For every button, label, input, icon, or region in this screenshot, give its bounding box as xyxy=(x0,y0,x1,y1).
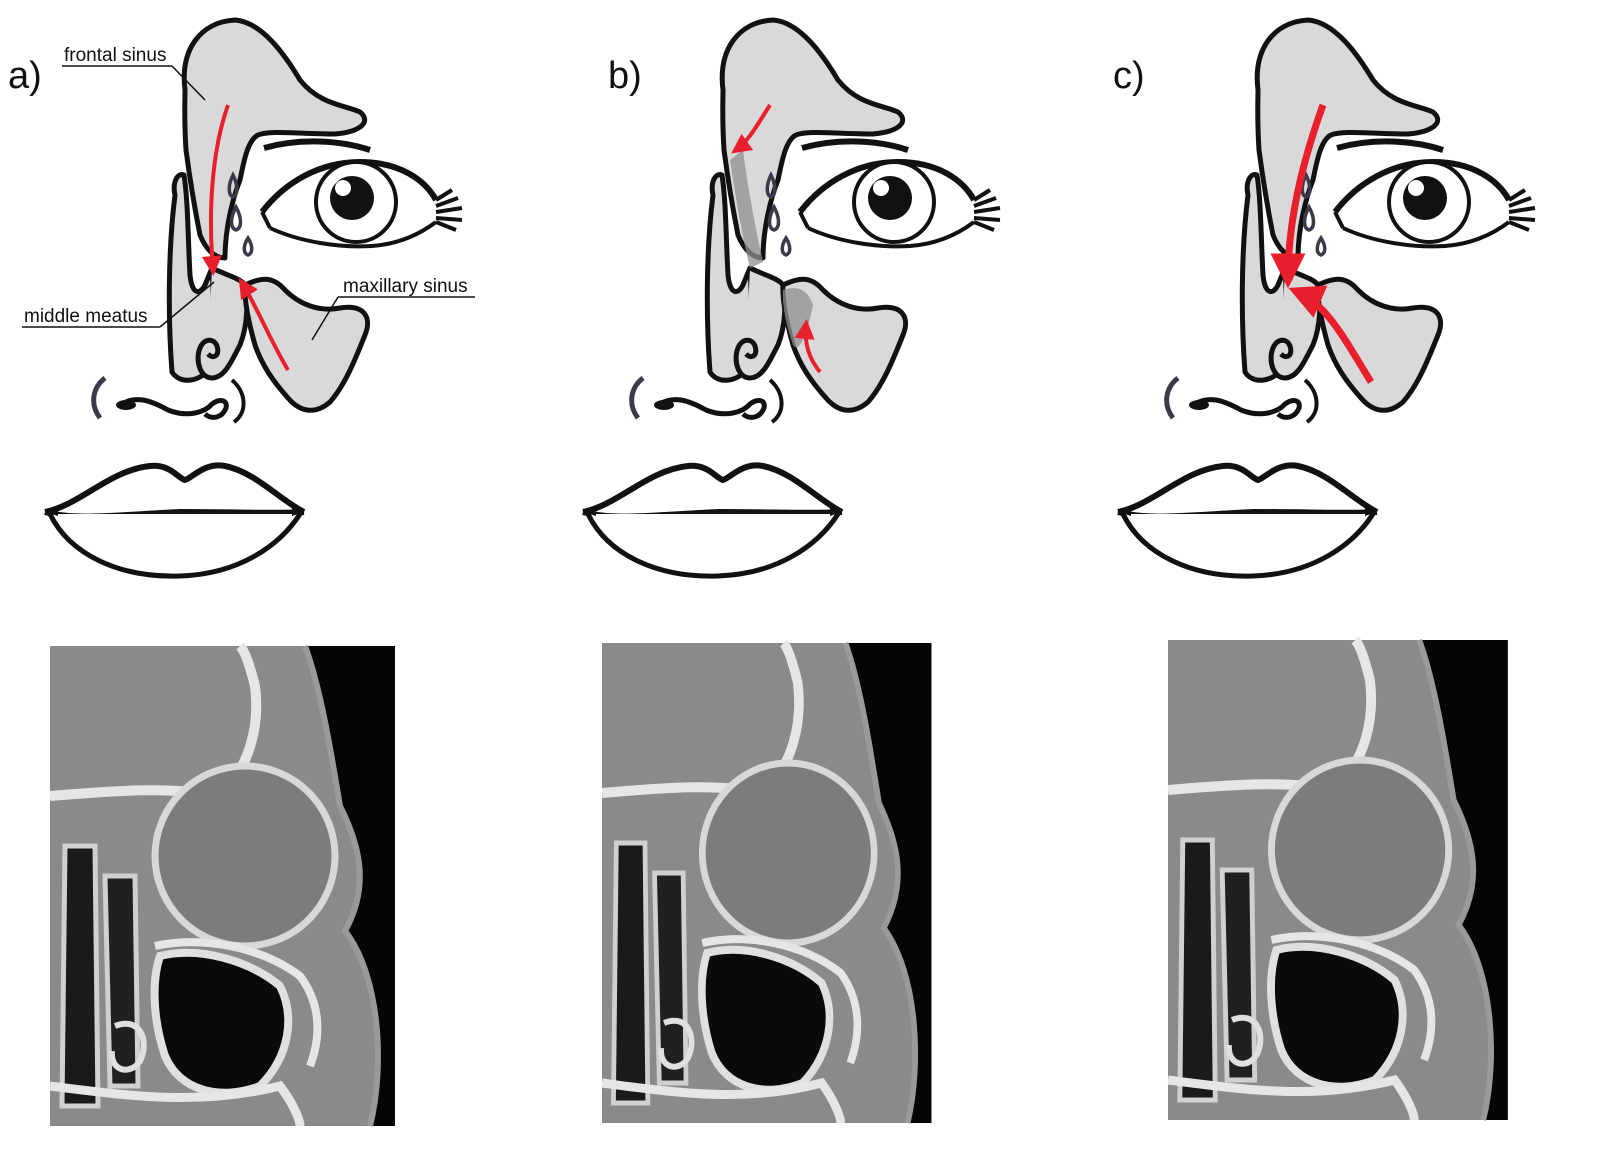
label-maxillary-sinus: maxillary sinus xyxy=(343,276,468,297)
face-drawing-a xyxy=(45,20,462,576)
ct-scan-a xyxy=(50,646,395,1126)
panel-c: c) xyxy=(1113,20,1535,576)
coronal-ct-scan-icon xyxy=(602,643,931,1123)
ct-scan-c xyxy=(1168,640,1508,1120)
label-frontal-sinus: frontal sinus xyxy=(64,45,166,66)
panel-letter-a: a) xyxy=(8,55,42,97)
label-middle-meatus: middle meatus xyxy=(24,306,148,327)
panel-a: a) frontal sinus maxillary sinus middle … xyxy=(8,20,475,576)
coronal-ct-scan-icon xyxy=(1168,640,1508,1120)
panel-b: b) xyxy=(583,20,1000,576)
coronal-ct-scan-icon xyxy=(50,646,395,1126)
panel-letter-c: c) xyxy=(1113,55,1145,97)
panel-letter-b: b) xyxy=(608,55,642,97)
ct-scan-b xyxy=(602,643,931,1123)
face-drawing-c xyxy=(1118,20,1535,576)
